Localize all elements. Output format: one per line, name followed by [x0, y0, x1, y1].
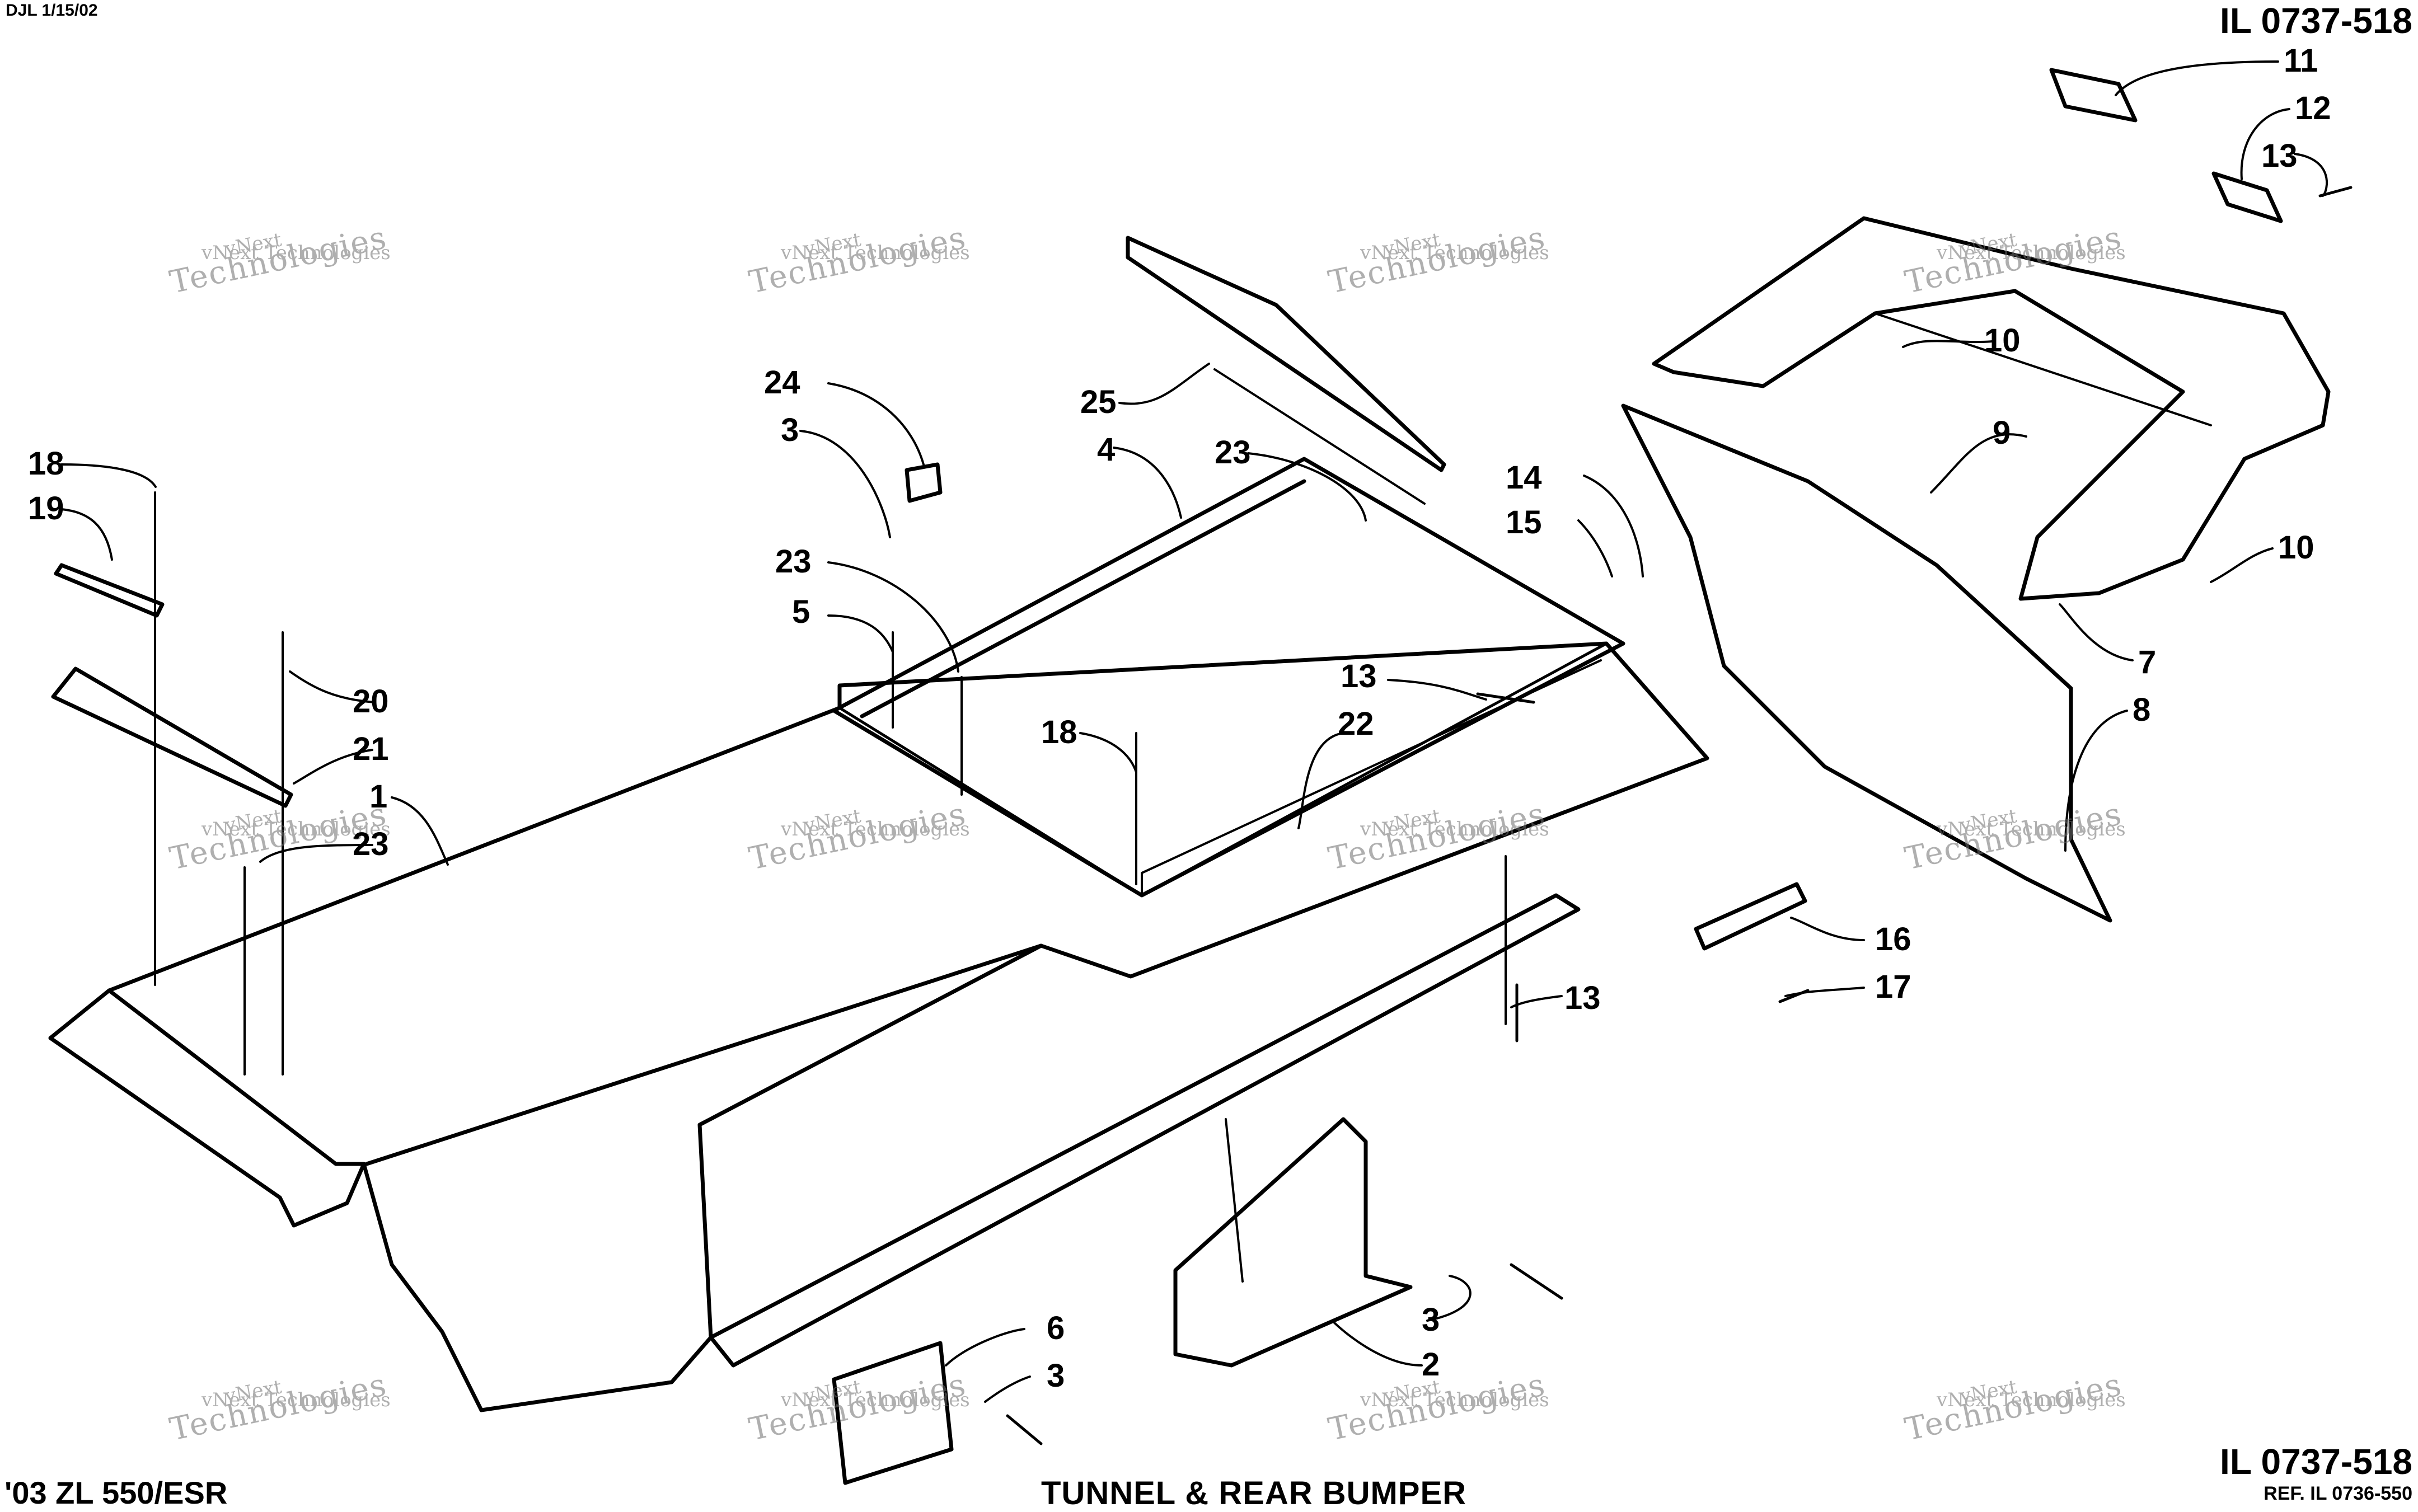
callout-5: 5	[792, 594, 810, 630]
callout-18: 18	[1041, 714, 1077, 750]
callout-6: 6	[1047, 1310, 1065, 1346]
callout-13: 13	[2261, 138, 2298, 174]
callout-14: 14	[1506, 459, 1542, 496]
callout-13: 13	[1564, 980, 1601, 1016]
right-bracket-part	[1173, 1117, 1413, 1368]
callout-15: 15	[1506, 504, 1542, 541]
bracket-19-part	[54, 563, 165, 618]
callout-3: 3	[781, 412, 799, 448]
callout-23: 23	[775, 543, 812, 580]
callout-9: 9	[1993, 415, 2011, 451]
callout-3: 3	[1047, 1358, 1065, 1394]
callout-19: 19	[28, 490, 64, 527]
callout-23: 23	[1215, 434, 1251, 471]
rear-bumper-part	[1652, 216, 2331, 601]
callout-7: 7	[2138, 644, 2157, 680]
callout-10: 10	[1984, 322, 2021, 359]
callout-25: 25	[1080, 384, 1117, 420]
callout-4: 4	[1097, 431, 1116, 468]
bumper-bar-part	[709, 893, 1581, 1368]
diagram-title: TUNNEL & REAR BUMPER	[1041, 1475, 1467, 1511]
callout-17: 17	[1875, 969, 1911, 1005]
angle-21-part	[51, 666, 293, 808]
callout-22: 22	[1338, 706, 1374, 742]
callout-1: 1	[369, 778, 388, 815]
badge-16-part	[1694, 882, 1807, 951]
flap-part	[1126, 236, 1446, 472]
left-plate-part	[832, 1341, 954, 1485]
callout-10: 10	[2278, 529, 2314, 566]
callout-8: 8	[2133, 692, 2151, 728]
callout-16: 16	[1875, 921, 1911, 957]
callout-2: 2	[1422, 1346, 1440, 1383]
illustration-number-bottom: IL 0737-518	[2220, 1441, 2412, 1482]
tunnel-part	[48, 641, 1709, 1412]
decal-12-part	[2211, 171, 2283, 223]
callout-20: 20	[353, 683, 389, 720]
decal-24-part	[905, 462, 943, 503]
callout-11: 11	[2284, 43, 2318, 79]
callout-12: 12	[2295, 90, 2331, 126]
model-label: '03 ZL 550/ESR	[4, 1475, 228, 1510]
callout-3: 3	[1422, 1302, 1440, 1338]
callout-18: 18	[28, 445, 64, 482]
drawing-date: DJL 1/15/02	[6, 1, 98, 20]
tunnel-top-plate-part	[832, 457, 1625, 898]
callout-24: 24	[764, 364, 800, 401]
rear-flap-part	[1621, 403, 2112, 923]
decal-11-part	[2049, 68, 2138, 123]
reference-number: REF. IL 0736-550	[2264, 1483, 2412, 1504]
callout-13: 13	[1341, 658, 1377, 694]
illustration-number-top: IL 0737-518	[2220, 1, 2412, 41]
callout-21: 21	[353, 731, 389, 767]
callout-23: 23	[353, 826, 389, 862]
